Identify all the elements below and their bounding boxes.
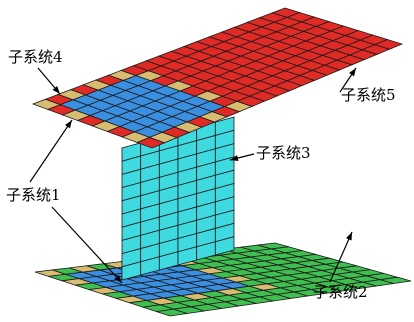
label-subsystem-5: 子系统5 [341,86,396,104]
label-subsystem-3: 子系统3 [256,144,311,162]
mesh-cell [380,276,412,284]
top-plate [31,7,404,149]
label-subsystem-1: 子系统1 [6,186,61,204]
label-subsystem-2: 子系统2 [313,283,368,301]
leader-subsystem-3 [229,153,255,161]
mesh-cell [214,236,235,256]
leader-subsystem-5 [339,67,357,93]
leader-subsystem-1b [51,206,123,284]
label-subsystem-4: 子系统4 [8,48,63,66]
leader-subsystem-4 [37,67,61,95]
leader-subsystem-2 [329,231,353,283]
leader-subsystem-1a [29,119,73,183]
vertical-web [121,116,235,281]
bottom-plate [34,242,412,317]
mesh-cell [373,39,404,50]
